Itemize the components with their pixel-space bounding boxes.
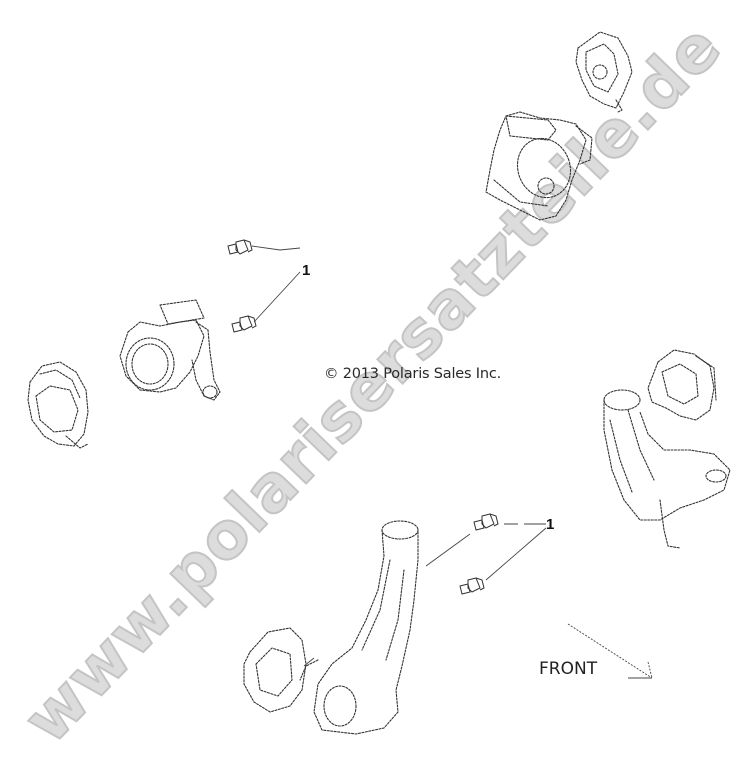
brake-caliper-right[interactable] (647, 349, 717, 421)
brake-caliper-bottom[interactable] (243, 627, 315, 713)
brake-caliper-left[interactable] (27, 361, 89, 449)
steering-knuckle-bottom[interactable] (299, 520, 419, 735)
steering-knuckle-right[interactable] (603, 389, 731, 549)
bolt-lower-1[interactable] (473, 513, 499, 531)
front-label: FRONT (539, 659, 598, 679)
leader-line (253, 271, 301, 323)
hub-carrier-left[interactable] (119, 299, 221, 401)
callout-label-lower: 1 (546, 516, 555, 533)
front-direction-arrow (567, 623, 653, 679)
leader-line (425, 533, 471, 567)
bolt-upper-left-1[interactable] (227, 239, 253, 255)
leader-line (251, 245, 301, 251)
steering-knuckle-top-right[interactable] (485, 111, 593, 221)
leader-line (485, 527, 547, 581)
brake-caliper-top-right[interactable] (575, 31, 633, 113)
copyright-notice: © 2013 Polaris Sales Inc. (324, 366, 502, 382)
callout-label-upper: 1 (302, 262, 311, 279)
bolt-upper-left-2[interactable] (231, 315, 257, 333)
bolt-lower-2[interactable] (459, 577, 485, 595)
